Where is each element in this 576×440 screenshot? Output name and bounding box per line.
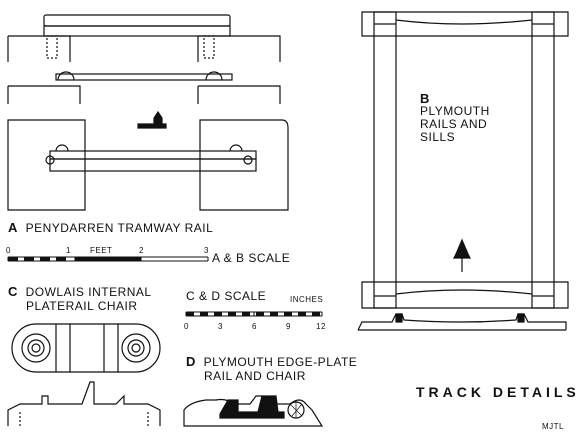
caption-a-letter: A	[8, 220, 18, 235]
caption-d: D PLYMOUTH EDGE-PLATE	[186, 355, 357, 369]
caption-b-line1: PLYMOUTH	[420, 104, 490, 118]
penydarren-rail-top-view	[7, 14, 289, 211]
scale-cd-label: C & D SCALE	[186, 289, 267, 303]
caption-c-letter: C	[8, 284, 18, 299]
caption-a-text: PENYDARREN TRAMWAY RAIL	[25, 221, 214, 235]
scale-ab-tick-0: 0	[6, 246, 11, 255]
scale-ab-tick-3: 3	[204, 246, 209, 255]
signature: MJTL	[542, 422, 564, 431]
caption-c-line1: DOWLAIS INTERNAL	[25, 285, 152, 299]
scale-cd-tick-12: 12	[316, 322, 326, 331]
scale-ab-unit: FEET	[90, 246, 113, 255]
dowlais-chair-plan	[11, 323, 161, 373]
scale-ab-tick-1: 1	[66, 246, 71, 255]
caption-a: A PENYDARREN TRAMWAY RAIL	[8, 221, 213, 235]
scale-ab-tick-2: 2	[139, 246, 144, 255]
dowlais-chair-elevation	[7, 381, 161, 426]
caption-d-letter: D	[186, 354, 196, 369]
plymouth-edge-plate-elevation	[183, 395, 324, 427]
scale-ab-label: A & B SCALE	[212, 251, 291, 265]
scale-cd-tick-3: 3	[218, 322, 223, 331]
scale-bar-ab	[7, 256, 209, 262]
caption-b-line2: RAILS AND	[420, 117, 488, 131]
caption-c: C DOWLAIS INTERNAL	[8, 285, 152, 299]
scale-cd-tick-6: 6	[252, 322, 257, 331]
caption-d-line2: RAIL AND CHAIR	[204, 369, 306, 383]
caption-b: B PLYMOUTH RAILS AND SILLS	[420, 92, 490, 144]
caption-b-letter: B	[420, 91, 430, 106]
caption-d-line1: PLYMOUTH EDGE-PLATE	[203, 355, 358, 369]
caption-c-line2: PLATERAIL CHAIR	[26, 299, 138, 313]
scale-bar-cd	[185, 311, 323, 317]
diagram-title: TRACK DETAILS	[416, 384, 576, 400]
scale-cd-tick-9: 9	[286, 322, 291, 331]
plymouth-sills-plan	[357, 11, 569, 331]
scale-cd-tick-0: 0	[184, 322, 189, 331]
caption-b-line3: SILLS	[420, 130, 456, 144]
scale-cd-unit: INCHES	[290, 295, 324, 304]
